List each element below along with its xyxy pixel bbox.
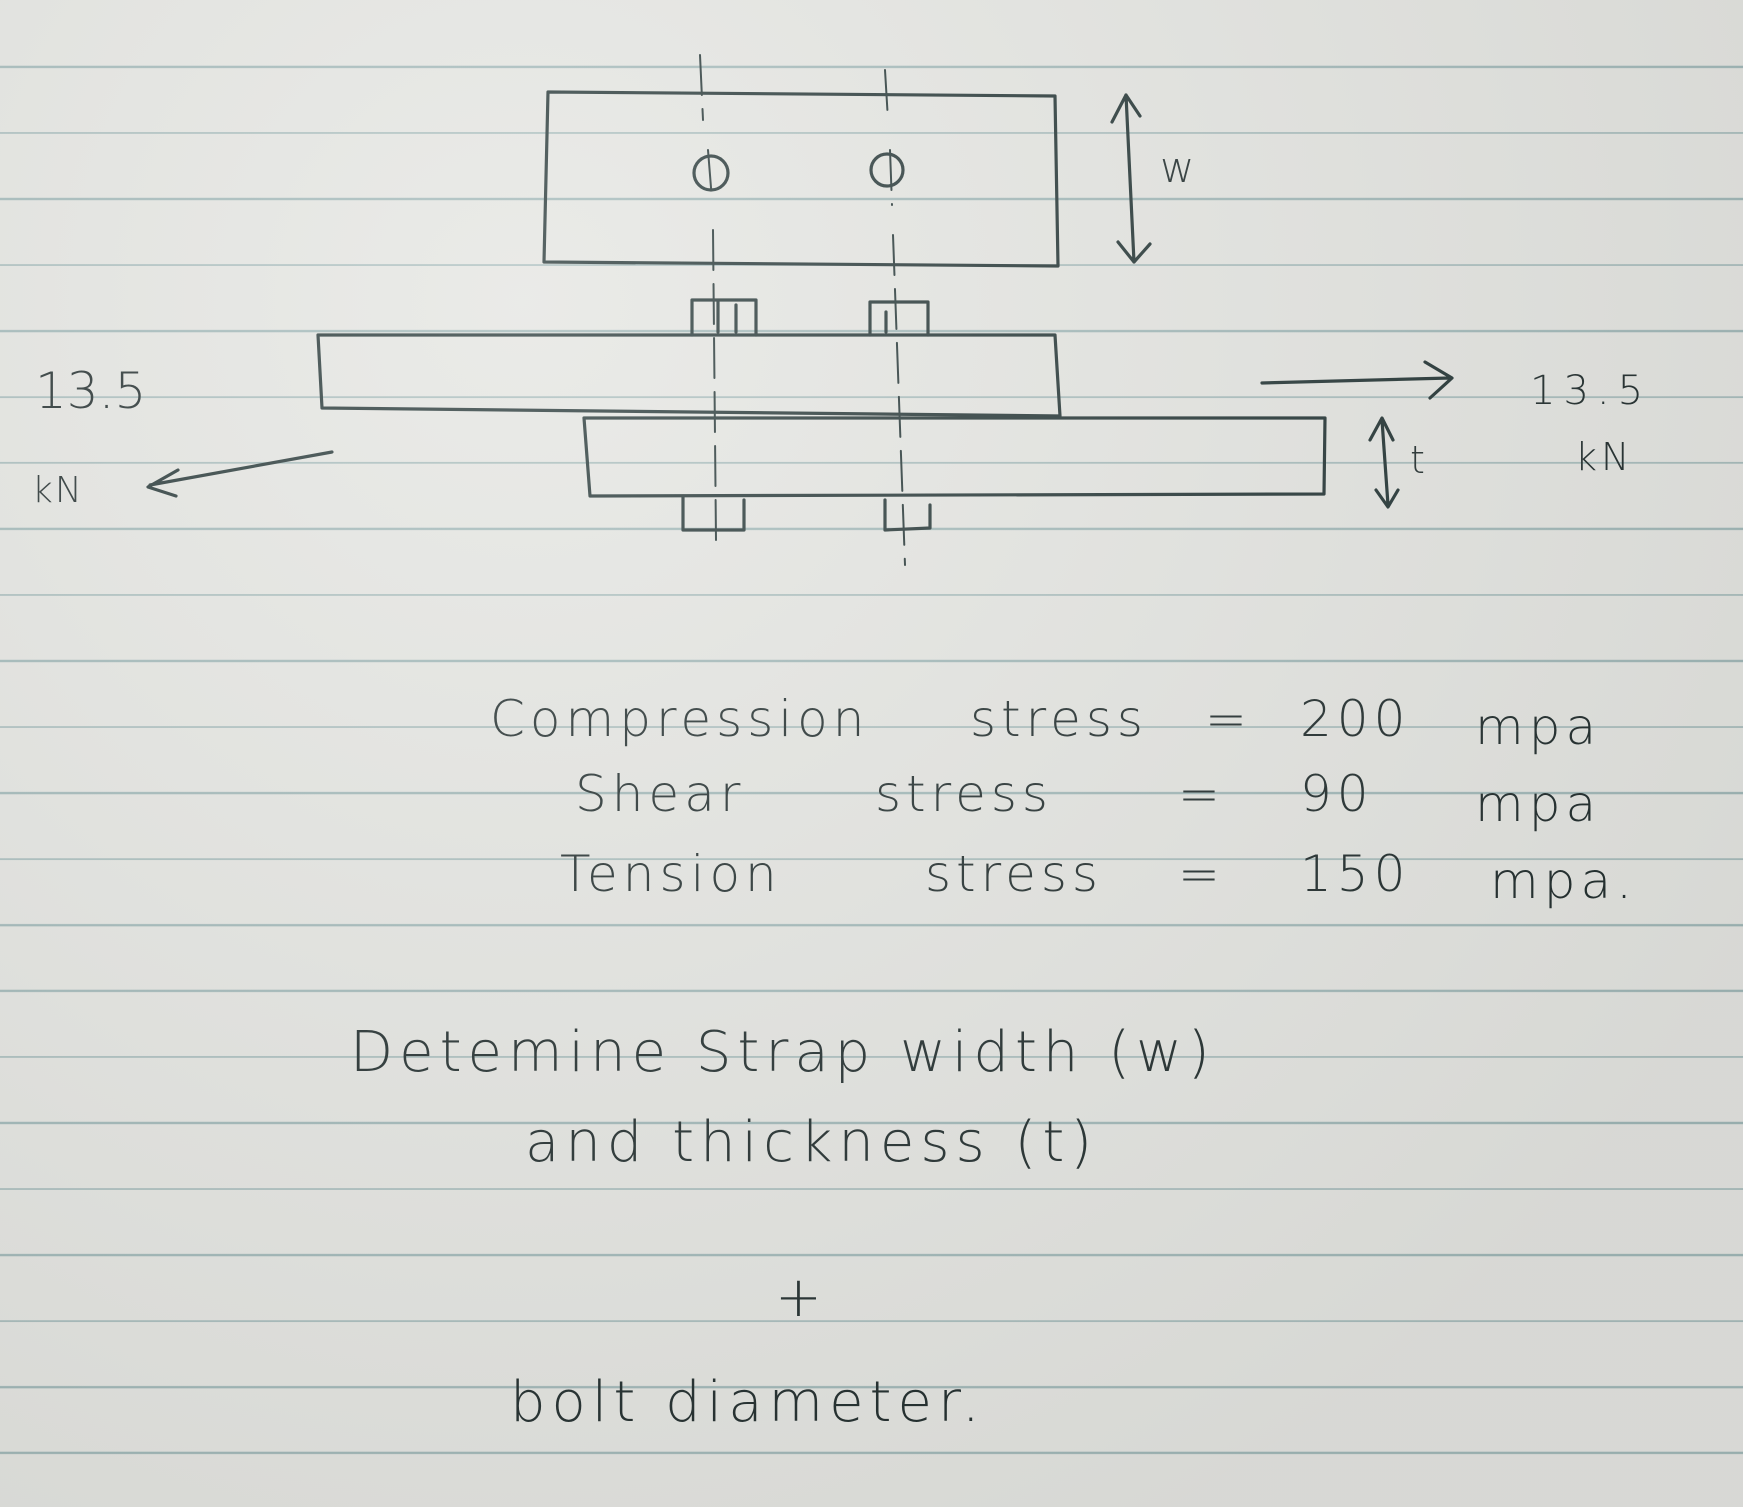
bolt-head-left-top [690,298,758,337]
lower-plate [582,416,1327,498]
stress-word-shear: stress [875,765,1053,823]
task-line-2: and thickness (t) [525,1110,1099,1175]
left-force-unit: kN [32,470,84,511]
stress-value-compression: 200 [1300,690,1411,748]
nut-right-bottom [883,498,932,532]
top-view-plate [542,90,1060,268]
left-force-value: 13.5 [35,362,147,420]
stress-name-compression: Compression [490,690,870,748]
bolt-head-right-top [868,300,930,337]
stress-unit-shear: mpa [1475,775,1602,833]
thickness-dimension-arrow [1368,416,1400,509]
bolt-hole-right [869,152,905,188]
left-force-arrow [146,450,334,498]
centerline-right [884,69,906,566]
nut-left-bottom [681,494,746,532]
task-line-1: Detemine Strap width (w) [350,1020,1216,1085]
stress-word-compression: stress [970,690,1148,748]
stress-word-tension: stress [925,845,1103,903]
stress-value-shear: 90 [1300,765,1374,823]
width-label: w [1160,143,1195,192]
stress-unit-compression: mpa [1475,698,1602,756]
task-plus: + [775,1265,828,1330]
stress-name-shear: Shear [575,765,746,823]
stress-name-tension: Tension [560,845,782,903]
centerline-left [699,54,717,541]
right-force-unit: kN [1575,435,1634,479]
thickness-label: t [1410,438,1425,482]
right-force-value: 13.5 [1530,368,1652,414]
stress-value-tension: 150 [1300,845,1411,903]
width-dimension-arrow [1110,93,1152,264]
stress-eq-compression: = [1205,690,1252,748]
stress-unit-tension: mpa. [1490,852,1637,910]
task-line-3: bolt diameter. [510,1370,986,1435]
stress-eq-tension: = [1178,845,1225,903]
stress-eq-shear: = [1178,765,1225,823]
right-force-arrow [1260,360,1454,400]
upper-plate [316,333,1062,418]
